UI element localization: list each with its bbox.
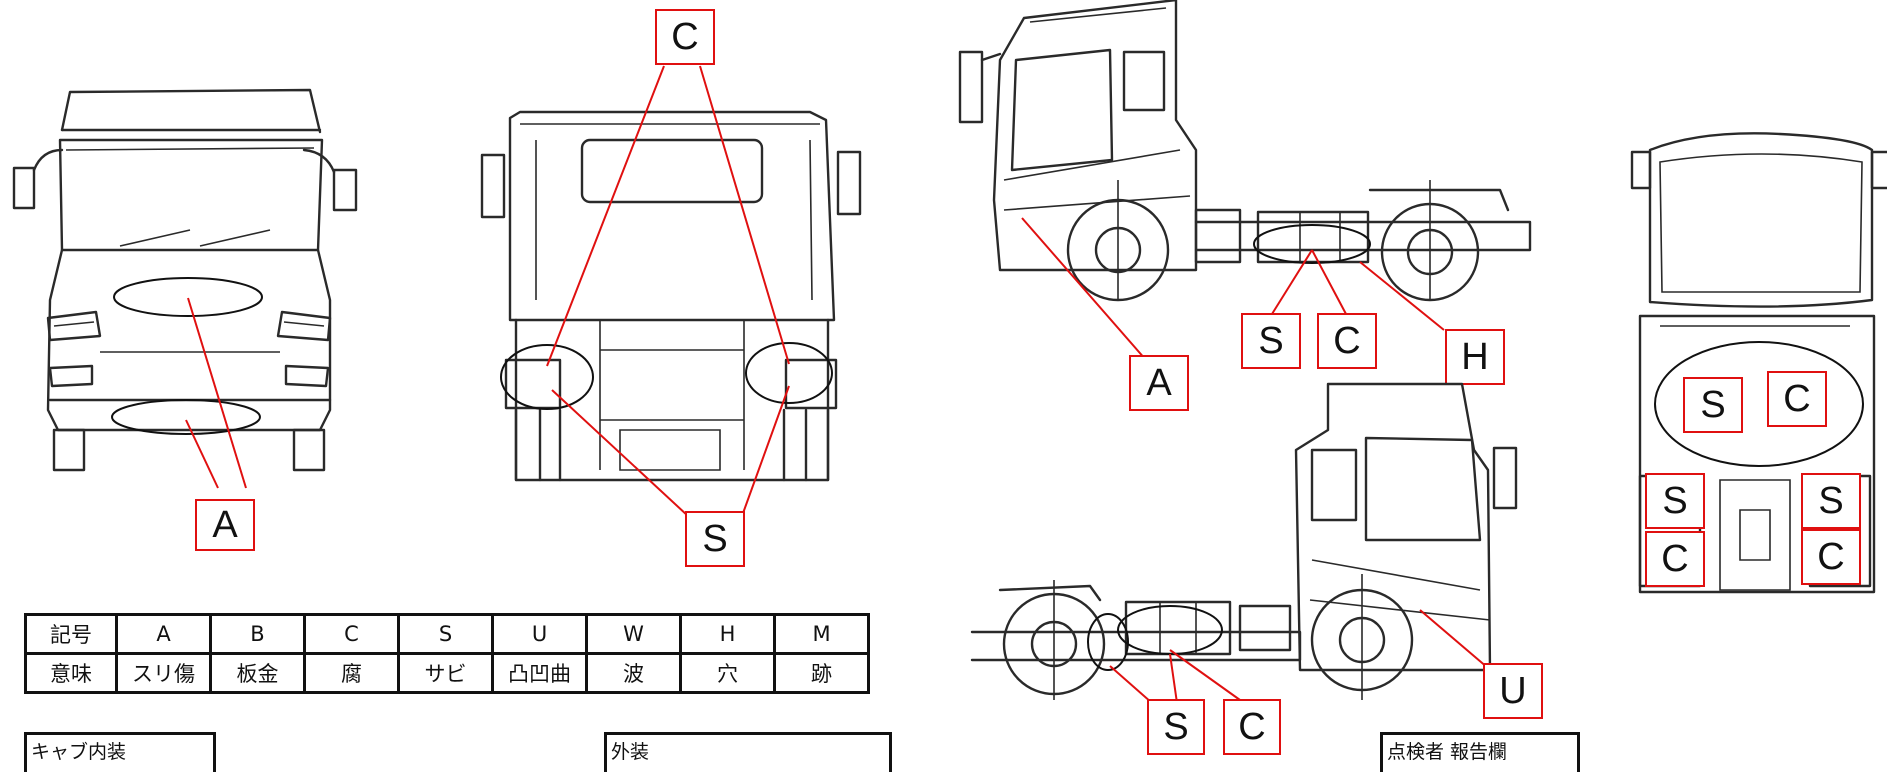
legend-symbol: C: [303, 613, 400, 655]
label-top-s3: S: [1818, 480, 1843, 522]
label-side-right-a: A: [1146, 362, 1172, 404]
legend-meaning: 波: [585, 652, 682, 694]
legend-symbol-row: 記号 A B C S U W H M: [24, 613, 870, 655]
label-top-s2: S: [1662, 480, 1687, 522]
legend-symbol: H: [679, 613, 776, 655]
truck-rear-view: C S: [480, 9, 862, 567]
legend-meaning: 板金: [209, 652, 306, 694]
cab-interior-box: キャブ内装: [24, 732, 216, 772]
truck-top-view: S C S S C C: [1630, 132, 1887, 594]
label-side-left-s: S: [1163, 706, 1188, 748]
legend-symbol: A: [115, 613, 212, 655]
label-top-c3: C: [1817, 536, 1844, 578]
vehicle-damage-diagram: A C S: [12, 0, 1887, 755]
legend-meaning: 跡: [773, 652, 870, 694]
label-side-right-s: S: [1258, 320, 1283, 362]
legend-meaning: 穴: [679, 652, 776, 694]
label-side-left-c: C: [1238, 706, 1265, 748]
inspector-report-box: 点検者 報告欄: [1380, 732, 1580, 772]
exterior-box: 外装: [604, 732, 892, 772]
truck-side-view-left: S C U: [970, 382, 1543, 755]
legend-meaning: 凸凹曲: [491, 652, 588, 694]
legend-meaning-header: 意味: [24, 652, 118, 694]
damage-legend-table: 記号 A B C S U W H M 意味 スリ傷 板金 腐 サビ 凸凹曲 波 …: [24, 613, 870, 694]
label-side-right-c: C: [1333, 320, 1360, 362]
legend-meaning: スリ傷: [115, 652, 212, 694]
truck-front-view: A: [12, 88, 358, 551]
label-rear-s: S: [702, 518, 727, 560]
label-top-c1: C: [1783, 378, 1810, 420]
truck-side-view-right: A S C H: [958, 0, 1532, 411]
legend-symbol: W: [585, 613, 682, 655]
label-side-left-u: U: [1499, 670, 1526, 712]
legend-meaning: サビ: [397, 652, 494, 694]
label-side-right-h: H: [1461, 336, 1488, 378]
legend-meaning: 腐: [303, 652, 400, 694]
label-front-a: A: [212, 504, 238, 546]
label-top-c2: C: [1661, 538, 1688, 580]
legend-meaning-row: 意味 スリ傷 板金 腐 サビ 凸凹曲 波 穴 跡: [24, 652, 870, 694]
label-rear-c: C: [671, 16, 698, 58]
legend-symbol: S: [397, 613, 494, 655]
legend-symbol: B: [209, 613, 306, 655]
label-top-s1: S: [1700, 384, 1725, 426]
legend-symbol: U: [491, 613, 588, 655]
legend-symbol-header: 記号: [24, 613, 118, 655]
legend-symbol: M: [773, 613, 870, 655]
